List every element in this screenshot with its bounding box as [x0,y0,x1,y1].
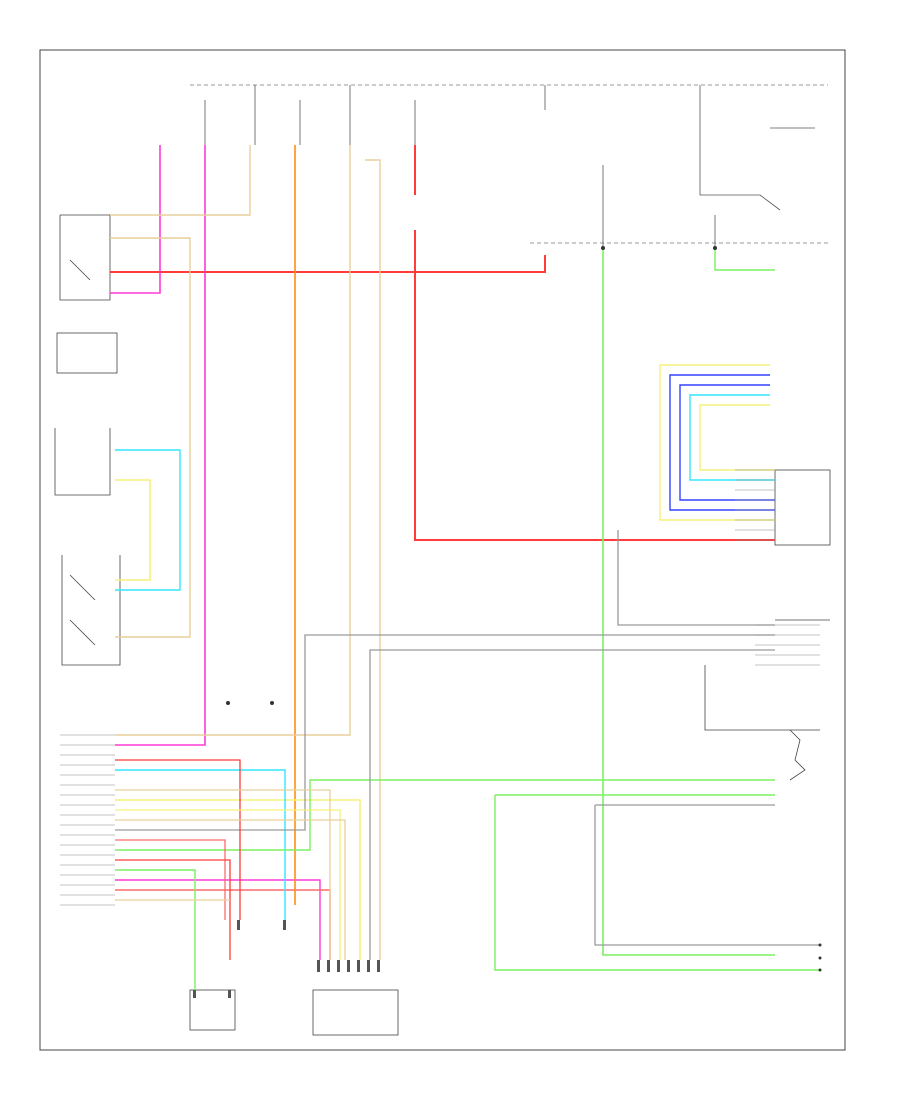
wire-green-ac [714,250,775,271]
right-terminal-block [735,469,820,666]
switch-components [54,214,831,1036]
wire-pink-lower [115,879,321,960]
wire-tan-right [365,159,381,960]
wire-cyan-lower [115,769,286,920]
wire-gray-4 [594,805,820,946]
fuse-block [204,85,815,250]
wire-cyan-right [689,394,775,481]
bottom-connector-pins [193,920,380,998]
wire-red-vertical [414,145,775,541]
wire-blue-right-2 [679,384,775,501]
wire-gray-3 [617,530,775,626]
wire-green-sensor [115,869,196,990]
harness-lower [115,759,346,960]
thermistor-symbol [789,729,806,781]
wire-yellow-lower [115,799,361,960]
wire-red-main [110,255,546,273]
wire-yellow-left [115,479,151,581]
wire-blue-right [669,374,775,511]
diagram-border [39,49,846,1051]
wire-tan-top [110,145,251,216]
wire-pink-main [115,145,206,746]
splice-dots [226,246,822,972]
wire-yellow-right-2 [699,404,775,471]
wire-yellow-right [659,364,775,521]
wire-gray-2 [369,649,775,960]
wire-cyan-left [115,449,181,591]
wire-tan-long [115,145,351,736]
ecu-terminal-block [60,734,115,906]
wire-pink-switch [110,145,161,294]
wire-green-bottom [494,795,820,971]
wire-green-vertical [602,250,775,956]
wire-green-lower [115,779,775,851]
wire-tan-left [110,237,191,638]
wire-gray-1 [115,634,775,831]
